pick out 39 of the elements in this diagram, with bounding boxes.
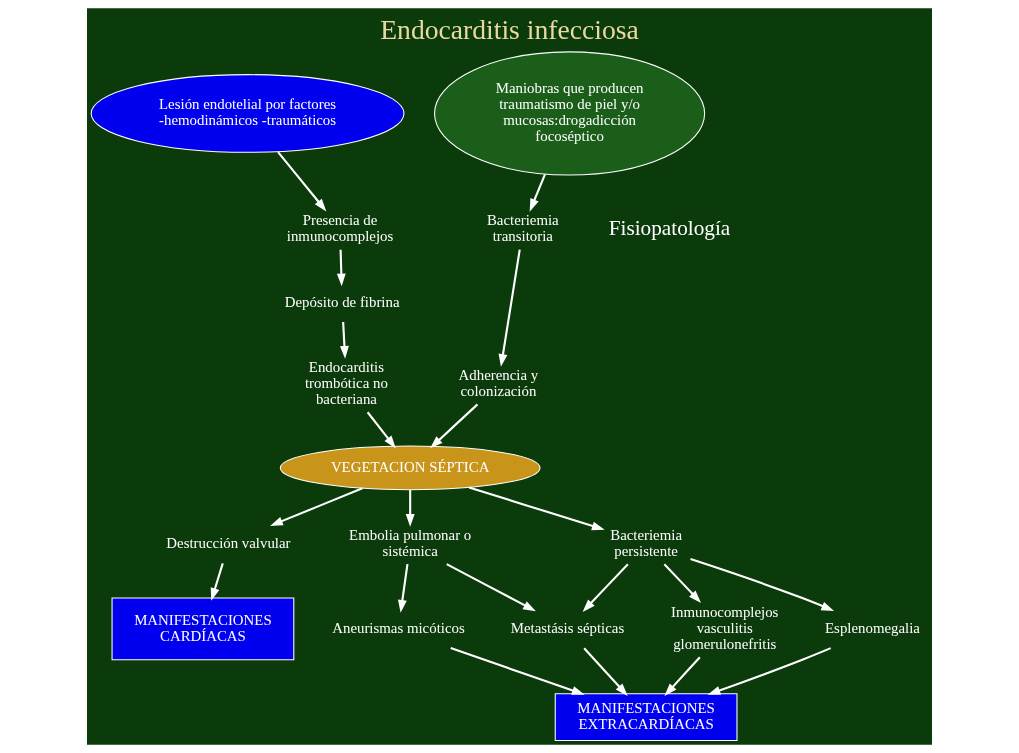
arrow xyxy=(664,656,701,696)
node-text: Destrucción valvular xyxy=(166,534,291,551)
label: Fisiopatología xyxy=(608,215,731,240)
node-text: Bacteriemia transitoria xyxy=(486,212,559,245)
arrow xyxy=(663,563,702,603)
node-text: Embolia pulmonar o sistémica xyxy=(349,526,472,559)
arrow xyxy=(277,151,327,212)
node-ellipse: VEGETACION SÉPTICA xyxy=(279,445,541,491)
node-box: MANIFESTACIONES EXTRACARDÍACAS xyxy=(554,693,738,741)
node-text: Endocarditis trombótica no bacteriana xyxy=(304,358,388,407)
arrow xyxy=(366,411,396,449)
node-text: Bacteriemia persistente xyxy=(610,526,682,559)
node-text: Presencia de inmunocomplejos xyxy=(286,212,394,245)
arrow xyxy=(397,564,409,613)
node-ellipse: Maniobras que producen traumatismo de piel y/o mucosas:drogadicción focoséptico xyxy=(434,51,706,176)
node-text: Inmunocomplejos vasculitis glomerulonefritis xyxy=(671,603,779,652)
arrow xyxy=(582,563,629,612)
node-text: Metastásis sépticas xyxy=(510,619,625,636)
arrow xyxy=(529,173,546,212)
node-box: MANIFESTACIONES CARDÍACAS xyxy=(111,597,295,661)
arrow xyxy=(446,563,536,612)
arrow xyxy=(405,489,415,527)
arrow xyxy=(498,249,521,367)
arrow xyxy=(468,486,605,531)
arrow xyxy=(450,647,585,695)
arrow xyxy=(430,403,479,449)
diagram-title: Endocarditis infecciosa xyxy=(380,13,639,45)
arrow xyxy=(270,487,363,526)
node-text: Esplenomegalia xyxy=(825,619,920,636)
arrow xyxy=(707,647,832,695)
arrow xyxy=(583,647,628,696)
arrow xyxy=(690,558,835,611)
node-text: Aneurismas micóticos xyxy=(332,619,465,636)
node-text: Depósito de fibrina xyxy=(284,293,400,310)
arrow xyxy=(210,563,224,601)
arrow xyxy=(339,322,349,359)
node-ellipse: Lesión endotelial por factores -hemodinámicos -traumáticos xyxy=(90,74,405,153)
arrow xyxy=(336,249,346,287)
node-text: Adherencia y colonización xyxy=(458,366,539,399)
